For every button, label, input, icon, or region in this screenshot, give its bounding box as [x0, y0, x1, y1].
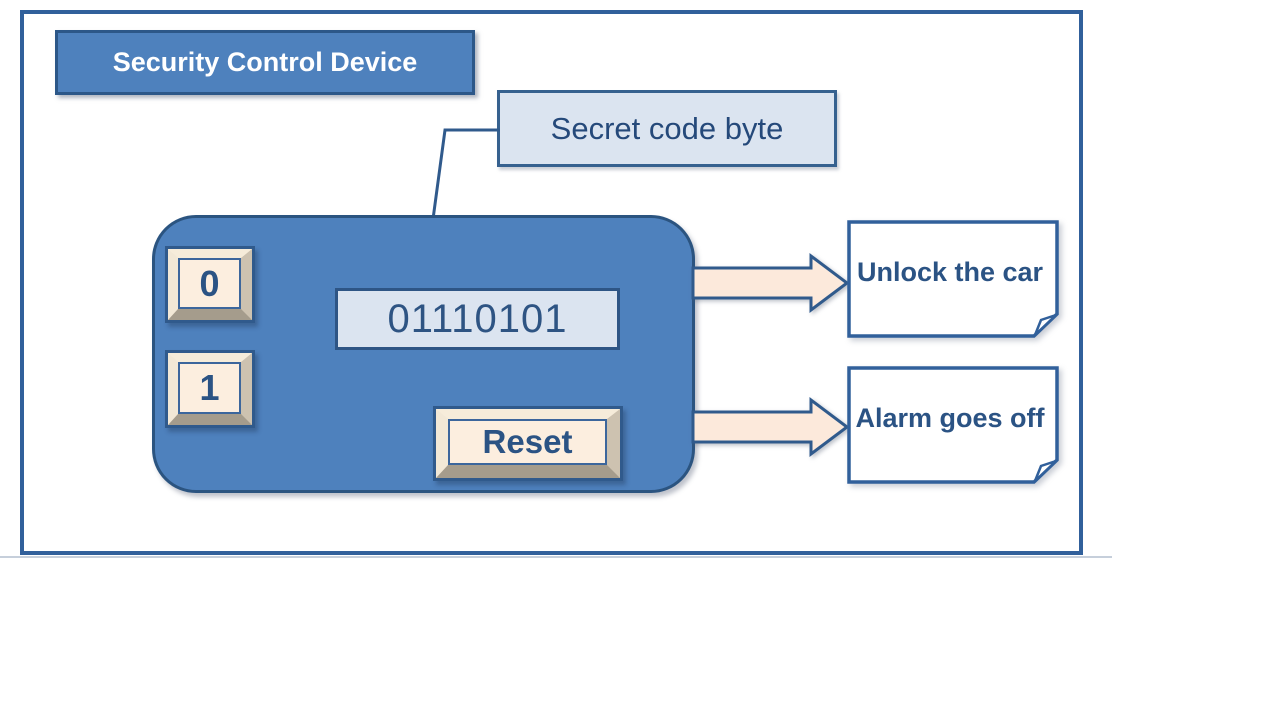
diagram-title: Security Control Device: [55, 30, 475, 95]
key-1-button[interactable]: 1: [165, 350, 255, 428]
key-0-label: 0: [178, 258, 241, 309]
unlock-arrow-icon: [691, 253, 850, 313]
reset-label: Reset: [448, 419, 607, 465]
note-alarm-label: Alarm goes off: [855, 403, 1045, 434]
key-0-button[interactable]: 0: [165, 246, 255, 323]
code-display: 01110101: [335, 288, 620, 350]
folded-note-icon: [847, 220, 1059, 338]
note-unlock: Unlock the car: [846, 219, 1060, 339]
key-0-bevel: 0: [168, 249, 252, 320]
secret-code-callout: Secret code byte: [497, 90, 837, 167]
divider-line: [0, 556, 1112, 558]
note-unlock-label: Unlock the car: [856, 257, 1044, 288]
reset-button[interactable]: Reset: [433, 406, 623, 481]
key-1-bevel: 1: [168, 353, 252, 425]
folded-note-icon: [847, 366, 1059, 484]
reset-bevel: Reset: [436, 409, 620, 478]
key-1-label: 1: [178, 362, 241, 414]
note-alarm: Alarm goes off: [846, 365, 1060, 485]
device-panel: 0 1 01110101 Reset: [152, 215, 695, 493]
alarm-arrow-icon: [691, 397, 850, 457]
